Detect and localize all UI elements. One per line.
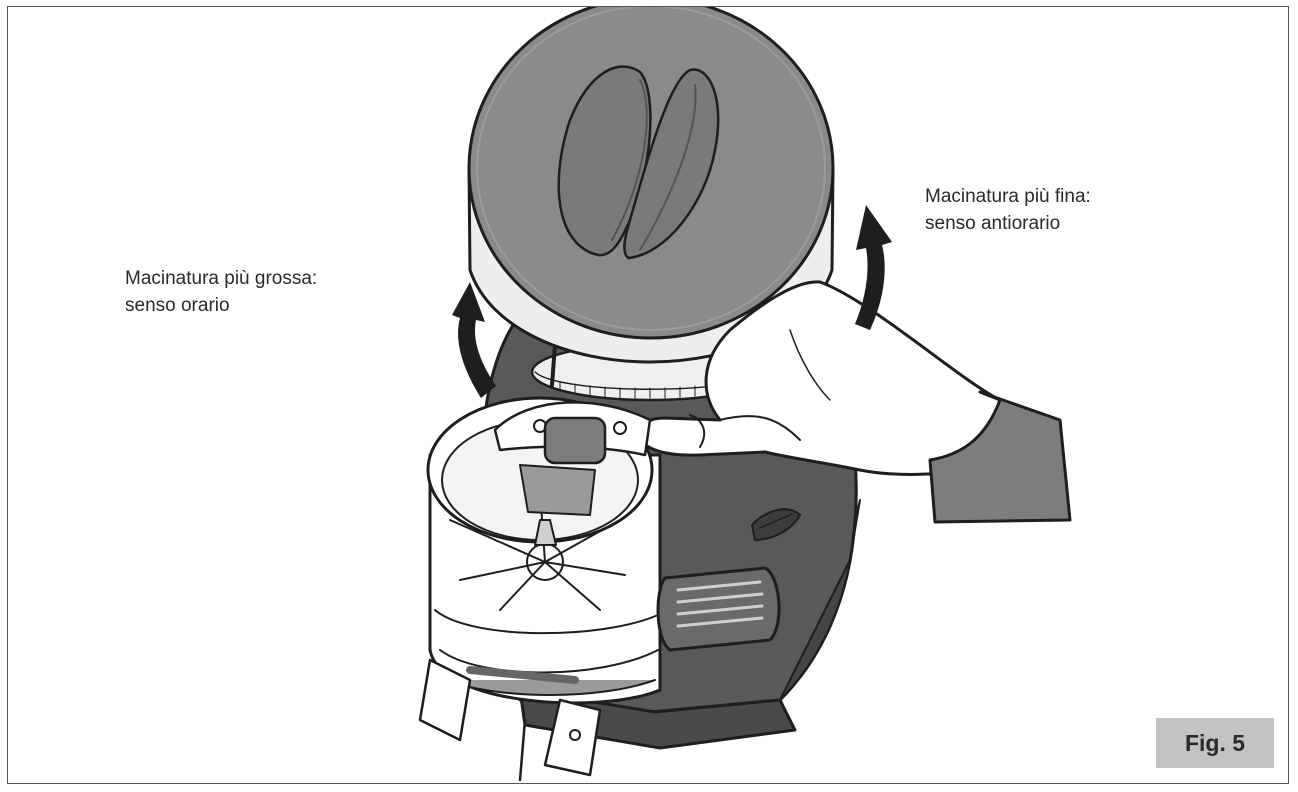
figure-label-box: Fig. 5 xyxy=(1156,718,1274,768)
hopper-lid xyxy=(467,7,835,364)
grinder-button-grille xyxy=(656,566,781,652)
hand xyxy=(637,280,1072,524)
coarse-grind-label: Macinatura più grossa: senso orario xyxy=(125,268,318,316)
arrow-counterclockwise-icon xyxy=(855,205,892,330)
figure-label: Fig. 5 xyxy=(1184,729,1246,756)
arrow-clockwise-icon xyxy=(452,282,496,398)
fine-grind-label: Macinatura più fina: senso antiorario xyxy=(925,186,1091,234)
dosing-container xyxy=(418,396,662,782)
